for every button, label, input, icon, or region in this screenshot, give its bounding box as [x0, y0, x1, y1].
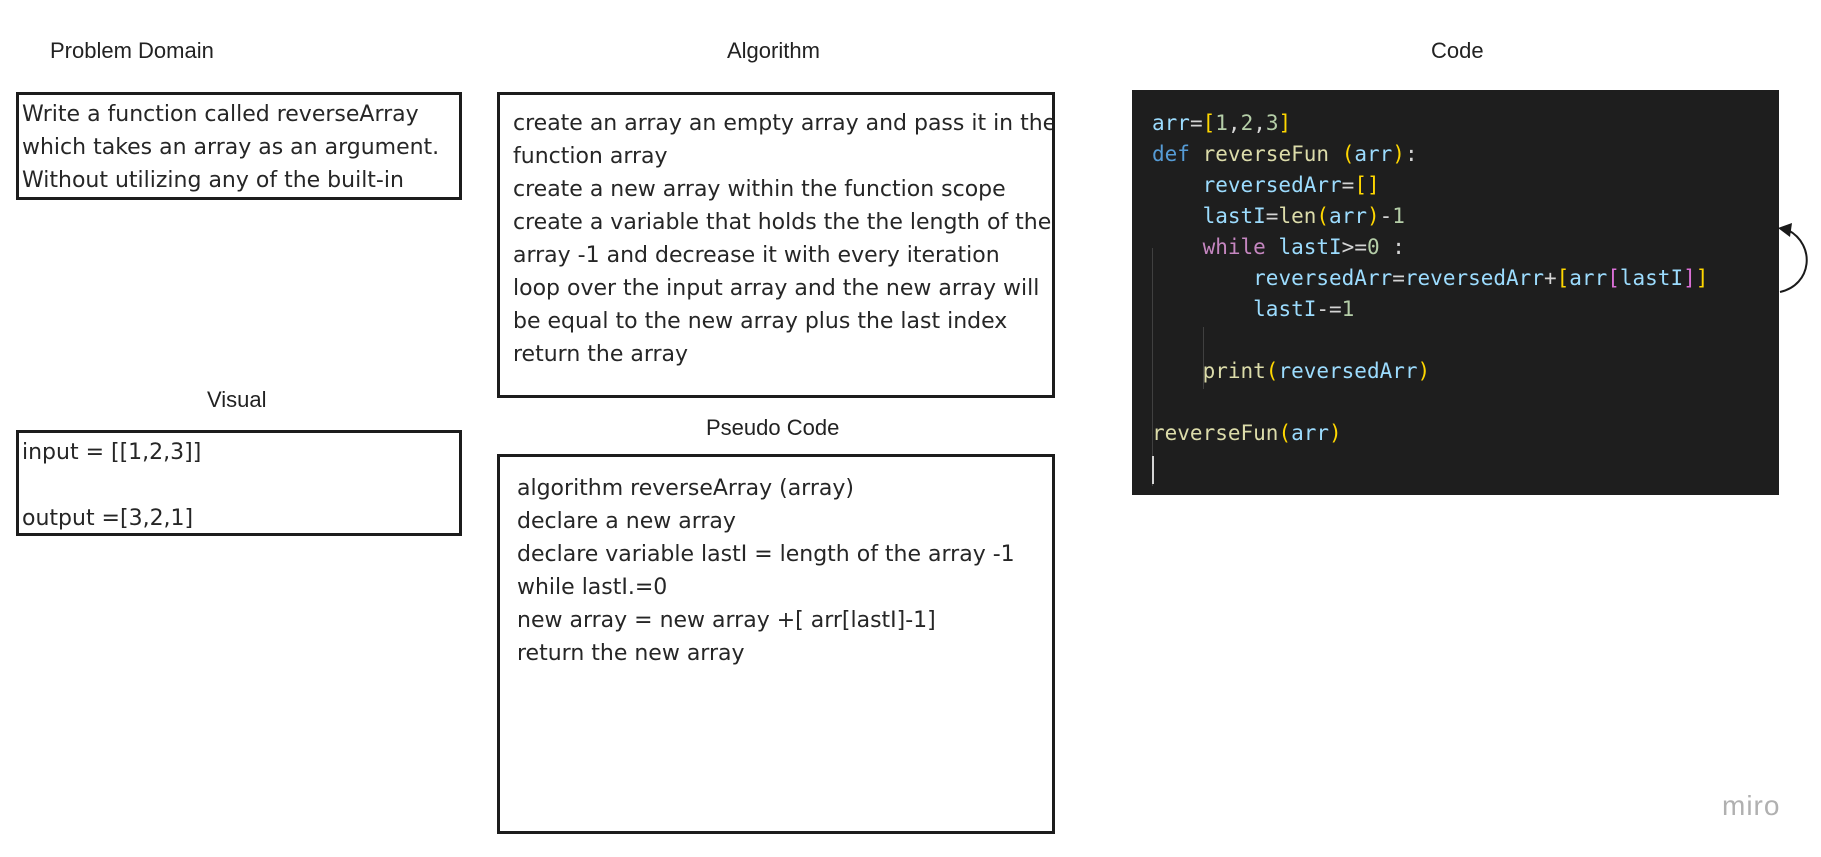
problem-domain-box[interactable]: Write a function called reverseArray whi… [16, 92, 462, 200]
visual-output: output =[3,2,1] [22, 506, 194, 531]
code-heading: Code [1431, 38, 1484, 63]
pseudo-code-box[interactable]: algorithm reverseArray (array) declare a… [497, 454, 1055, 834]
pseudo-code-line: while lastI.=0 [517, 575, 668, 600]
visual-box[interactable]: input = [[1,2,3]] output =[3,2,1] [16, 430, 462, 536]
algorithm-line: function array [513, 144, 668, 169]
pseudo-code-line: algorithm reverseArray (array) [517, 476, 854, 501]
indent-guide [1203, 327, 1204, 389]
loop-arrow-curve [1779, 229, 1808, 293]
loop-arrow [1778, 223, 1808, 293]
code-line: arr=[1,2,3] [1152, 111, 1292, 135]
algorithm-heading: Algorithm [727, 38, 820, 63]
algorithm-line: create an array an empty array and pass … [513, 111, 1055, 136]
algorithm-box[interactable]: create an array an empty array and pass … [497, 92, 1055, 398]
algorithm-line: loop over the input array and the new ar… [513, 276, 1040, 301]
loop-arrow-head [1778, 223, 1792, 237]
problem-domain-heading: Problem Domain [50, 38, 214, 63]
problem-domain-line: Write a function called reverseArray [22, 102, 419, 127]
code-line: def reverseFun (arr): [1152, 142, 1418, 166]
code-line: lastI=len(arr)-1 [1202, 204, 1405, 228]
pseudo-code-line: declare a new array [517, 509, 736, 534]
text-cursor [1152, 456, 1154, 484]
pseudo-code-line: new array = new array +[ arr[lastI]-1] [517, 608, 936, 633]
code-screenshot-panel[interactable]: arr=[1,2,3] def reverseFun (arr): reverse… [1132, 90, 1779, 495]
code-line: reversedArr=[] [1202, 173, 1380, 197]
code-line: lastI-=1 [1253, 297, 1355, 321]
algorithm-line: be equal to the new array plus the last … [513, 309, 1008, 334]
pseudo-code-line: return the new array [517, 641, 745, 666]
visual-blank [22, 469, 456, 502]
visual-heading: Visual [207, 387, 267, 412]
problem-domain-line: which takes an array as an argument. [22, 135, 440, 160]
algorithm-line: create a variable that holds the the len… [513, 210, 1052, 235]
code-line: print(reversedArr) [1202, 359, 1431, 383]
code-line: while lastI>=0 : [1202, 235, 1405, 259]
algorithm-line: return the array [513, 342, 689, 367]
code-line: reverseFun(arr) [1152, 421, 1342, 445]
problem-domain-line: Without utilizing any of the built-in [22, 168, 404, 193]
visual-input: input = [[1,2,3]] [22, 440, 202, 465]
pseudo-code-heading: Pseudo Code [706, 415, 840, 440]
pseudo-code-line: declare variable lastI = length of the a… [517, 542, 1015, 567]
algorithm-line: array -1 and decrease it with every iter… [513, 243, 1000, 268]
indent-guide [1152, 248, 1153, 486]
miro-logo: miro [1722, 790, 1781, 821]
algorithm-line: create a new array within the function s… [513, 177, 1006, 202]
code-line: reversedArr=reversedArr+[arr[lastI]] [1253, 266, 1709, 290]
